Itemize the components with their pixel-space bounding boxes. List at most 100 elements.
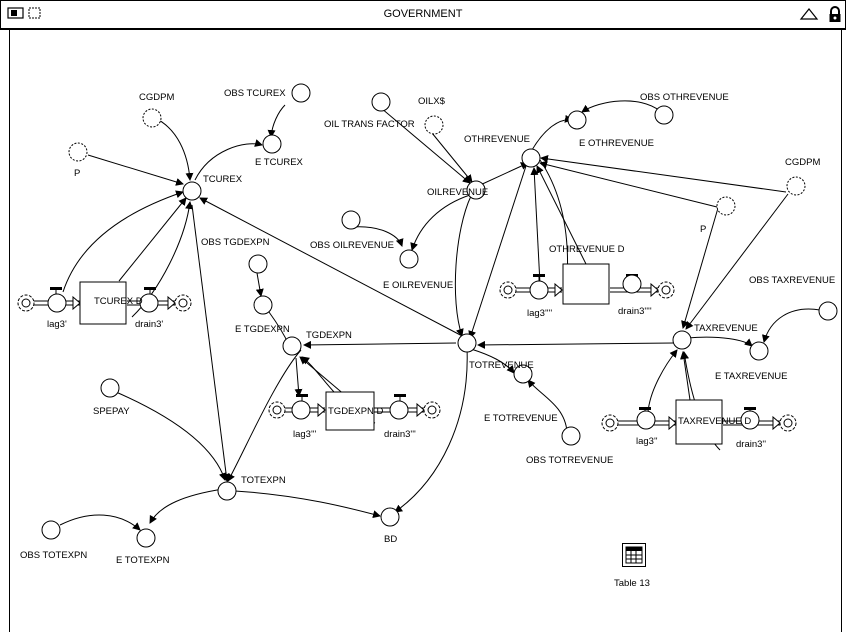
p-right-to-taxrevenue-link xyxy=(681,207,719,329)
totrevenue-to-tcurex-link xyxy=(199,197,467,339)
label-cgdpm-right: CGDPM xyxy=(785,157,820,168)
lag3d-rate-converter[interactable] xyxy=(529,280,549,300)
label-tgdexpn-d: TGDEXPN D xyxy=(328,406,384,417)
e-oilrevenue-converter[interactable] xyxy=(399,249,419,269)
tcurex-d-stock[interactable] xyxy=(79,281,127,325)
drain3c-valve-handle[interactable] xyxy=(394,394,406,397)
drain3a-rate-converter[interactable] xyxy=(139,293,159,313)
label-oilx: OILX$ xyxy=(418,96,446,107)
e-tcurex-converter[interactable] xyxy=(262,134,282,154)
e-totexpn-converter[interactable] xyxy=(136,528,156,548)
obs-othrevenue-converter[interactable] xyxy=(654,105,674,125)
triangle-up-icon[interactable] xyxy=(799,6,819,22)
label-e-totrevenue: E TOTREVENUE xyxy=(484,413,558,424)
tgdexpn-converter[interactable] xyxy=(282,336,302,356)
taxrevenue-converter[interactable] xyxy=(672,330,692,350)
label-e-totexpn: E TOTEXPN xyxy=(116,555,170,566)
cgdpm-left-converter[interactable] xyxy=(142,108,162,128)
label-spepay: SPEPAY xyxy=(93,406,130,417)
tcurex-to-e-tcurex-link xyxy=(194,139,263,181)
label-tgdexpn: TGDEXPN xyxy=(306,330,352,341)
drain3b-valve-handle[interactable] xyxy=(744,407,756,410)
table-grid-icon xyxy=(625,546,643,564)
label-taxrevenue-d: TAXREVENUE D xyxy=(678,416,751,427)
lag3c-valve-handle[interactable] xyxy=(296,394,308,397)
drain3b-rate-converter[interactable] xyxy=(740,410,760,430)
cloud-a2-cloud-inner xyxy=(178,298,188,308)
drain3c-flow-arrowhead xyxy=(416,402,425,418)
obs-tgdexpn-to-e-tgdexpn-link xyxy=(255,272,264,297)
taxrevenue-to-totrevenue-link xyxy=(477,340,675,349)
oilrevenue-converter[interactable] xyxy=(466,180,486,200)
othrevenue-to-totrevenue-link xyxy=(468,165,527,339)
tcurex-converter[interactable] xyxy=(182,181,202,201)
drain3a-valve-handle[interactable] xyxy=(144,287,156,290)
label-bd: BD xyxy=(384,534,397,545)
othrevenue-d-stock[interactable] xyxy=(562,263,610,305)
oil-trans-factor-converter[interactable] xyxy=(371,92,391,112)
window-title: GOVERNMENT xyxy=(383,8,463,20)
p-right-to-othrevenue-link xyxy=(539,160,718,208)
obs-tcurex-converter[interactable] xyxy=(291,83,311,103)
cloud-b1-cloud-icon xyxy=(601,414,619,432)
label-lag3-4: lag3'''' xyxy=(527,308,552,319)
label-oilrevenue: OILREVENUE xyxy=(427,187,488,198)
obs-othrevenue-to-e-othrevenue-link xyxy=(581,100,661,113)
spepay-converter[interactable] xyxy=(100,378,120,398)
spepay-to-totexpn-link xyxy=(115,391,227,481)
p-left-converter[interactable] xyxy=(68,142,88,162)
oilx-converter[interactable] xyxy=(424,115,444,135)
e-totrevenue-converter[interactable] xyxy=(513,364,533,384)
obs-taxrevenue-converter[interactable] xyxy=(818,301,838,321)
othrevenue-converter[interactable] xyxy=(521,148,541,168)
totrevenue-converter[interactable] xyxy=(457,333,477,353)
lag3c-rate-converter[interactable] xyxy=(291,400,311,420)
drain3d-rate-converter[interactable] xyxy=(622,274,642,294)
cloud-a1-cloud-inner xyxy=(21,298,31,308)
tgdexpn-to-totexpn-link xyxy=(227,349,302,482)
cloud-d2-cloud-icon xyxy=(657,281,675,299)
map-view-icon[interactable] xyxy=(7,6,25,20)
lag3d-valve-handle[interactable] xyxy=(533,274,545,277)
e-othrevenue-converter[interactable] xyxy=(567,110,587,130)
lag3b-valve-handle[interactable] xyxy=(639,407,651,410)
model-view-icon[interactable] xyxy=(27,6,43,20)
tgdexpn-d-stock[interactable] xyxy=(325,391,375,431)
label-e-othrevenue: E OTHREVENUE xyxy=(579,138,654,149)
totrevenue-to-tgdexpn-link xyxy=(303,340,457,349)
lock-icon[interactable] xyxy=(828,6,842,24)
cloud-b2-cloud-inner xyxy=(783,418,793,428)
drain3c-rate-converter[interactable] xyxy=(389,400,409,420)
label-othrevenue-d: OTHREVENUE D xyxy=(549,244,625,255)
obs-tgdexpn-converter[interactable] xyxy=(248,254,268,274)
cloud-c2-cloud-inner xyxy=(427,405,437,415)
label-tcurex-d: TCUREX D xyxy=(94,296,143,307)
cgdpm-right-converter[interactable] xyxy=(786,176,806,196)
lag3b-to-taxrevenue-link xyxy=(647,349,678,413)
table-icon[interactable] xyxy=(622,543,646,567)
cloud-b1-cloud-inner xyxy=(605,418,615,428)
tcurex-to-totexpn-link xyxy=(191,204,231,482)
e-tgdexpn-converter[interactable] xyxy=(253,295,273,315)
label-totrevenue: TOTREVENUE xyxy=(469,360,534,371)
obs-oilrevenue-converter[interactable] xyxy=(341,210,361,230)
e-taxrevenue-converter[interactable] xyxy=(749,341,769,361)
lag3a-flow-arrowhead xyxy=(72,295,81,311)
cloud-a2-cloud-icon xyxy=(174,294,192,312)
cloud-d2-cloud-inner xyxy=(661,285,671,295)
taxrevenue-d-stock[interactable] xyxy=(675,399,723,445)
drain3d-flow-arrowhead xyxy=(650,282,659,298)
obs-totrevenue-converter[interactable] xyxy=(561,426,581,446)
obs-totrevenue-to-e-totrevenue-link xyxy=(527,379,568,433)
p-right-converter[interactable] xyxy=(716,196,736,216)
lag3a-valve-handle[interactable] xyxy=(50,287,62,290)
totexpn-converter[interactable] xyxy=(217,481,237,501)
obs-totexpn-converter[interactable] xyxy=(41,520,61,540)
label-e-tgdexpn: E TGDEXPN xyxy=(235,324,290,335)
bd-converter[interactable] xyxy=(380,507,400,527)
tgdexpn-d-to-tgdexpn-link xyxy=(299,356,347,397)
lag3b-rate-converter[interactable] xyxy=(636,410,656,430)
obs-taxrevenue-to-e-taxrevenue-link xyxy=(761,308,821,343)
lag3a-rate-converter[interactable] xyxy=(47,293,67,313)
